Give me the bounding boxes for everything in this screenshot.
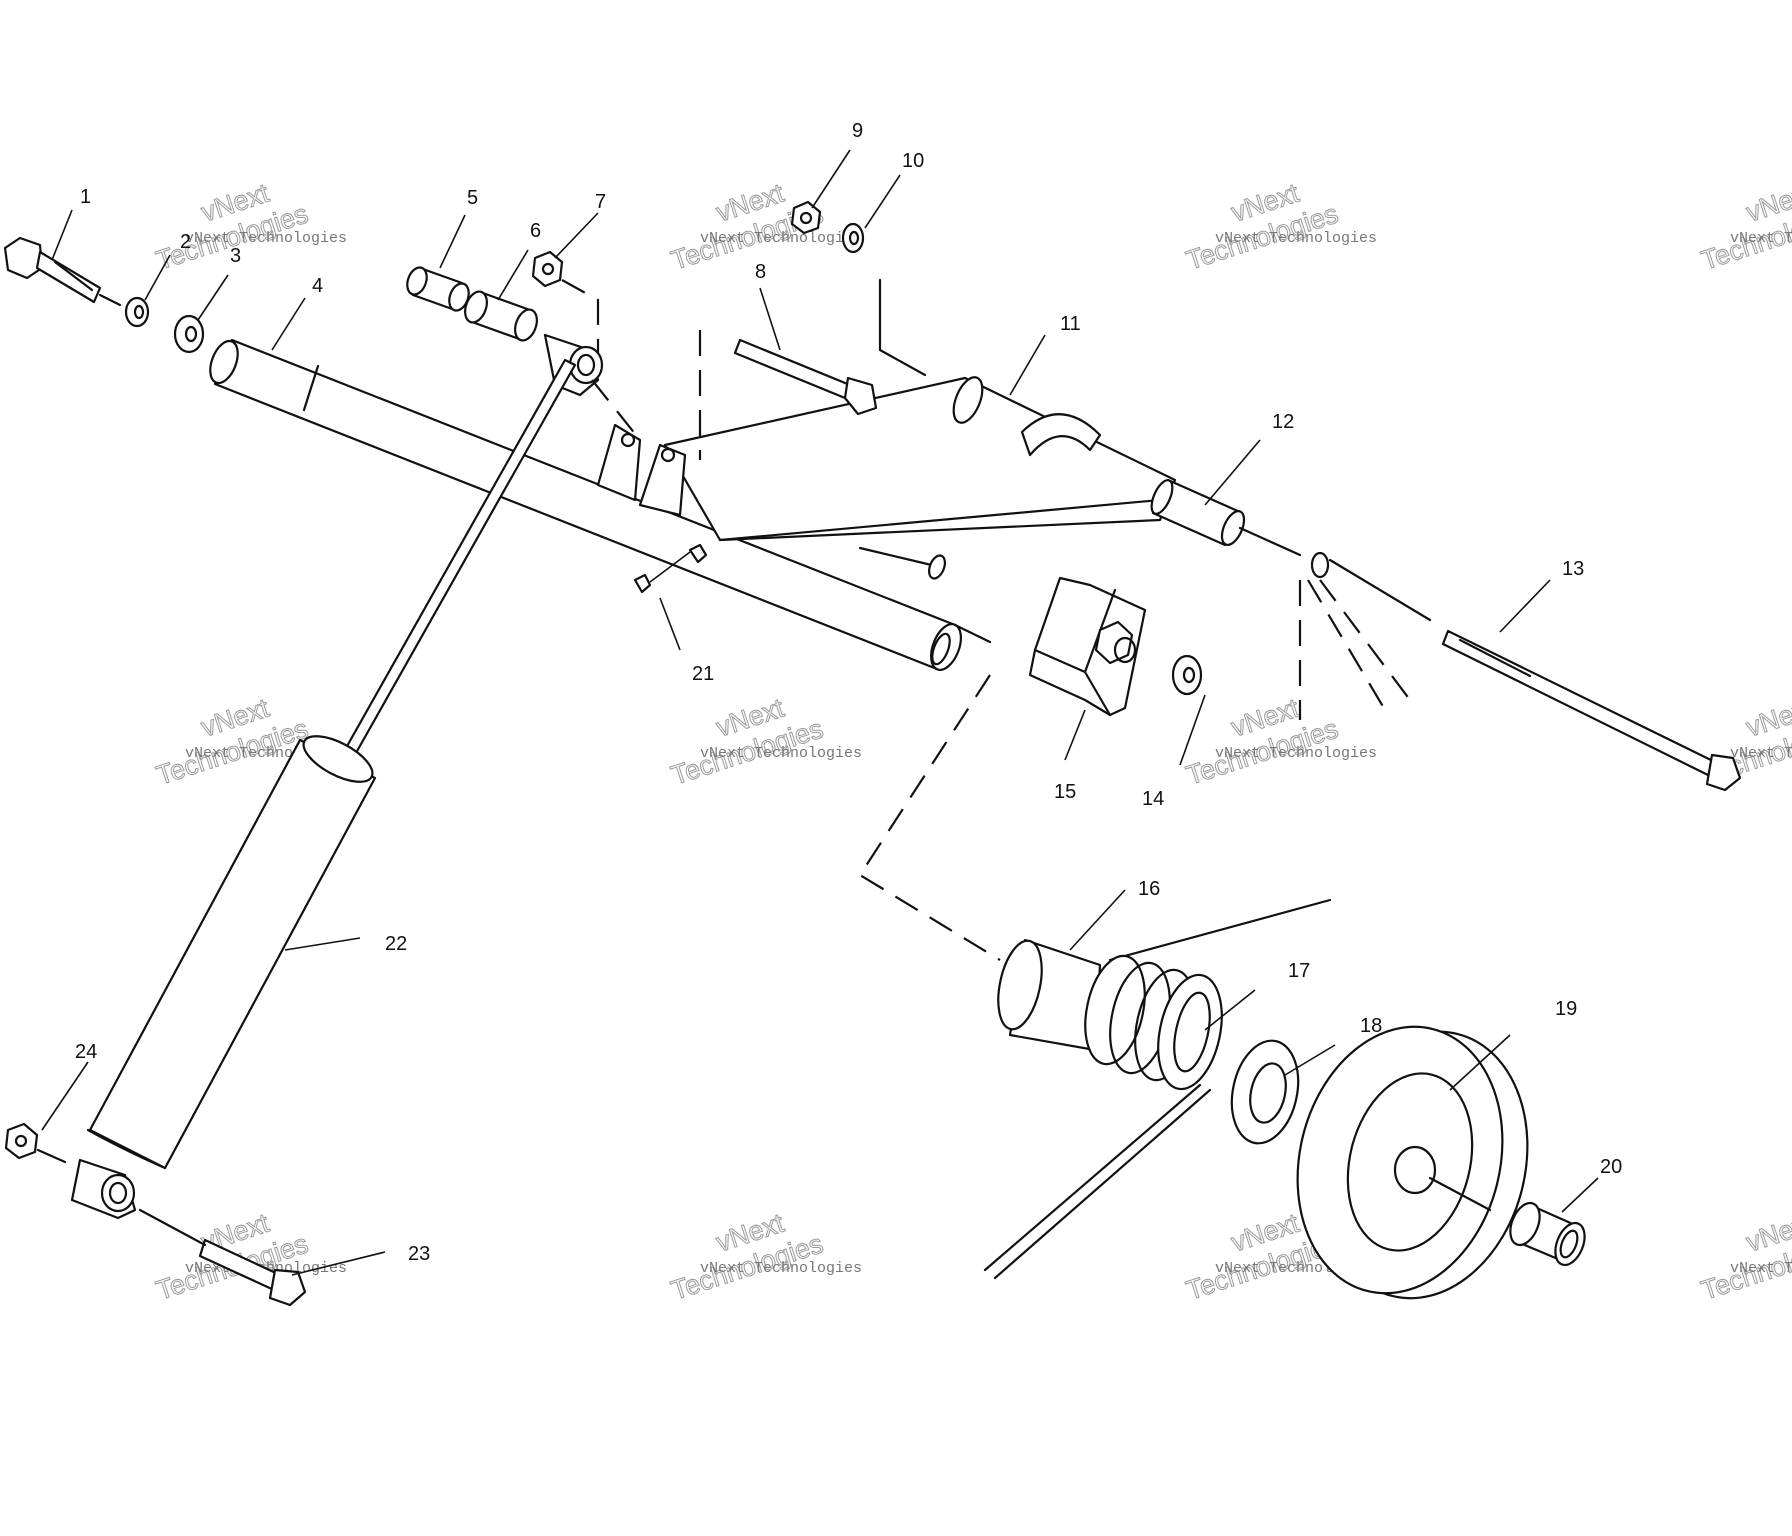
callout-17: 17	[1288, 960, 1310, 982]
callout-labels: 1 2 3 4 5 6 7 8 9 10 11 12 13 14 15 16 1…	[75, 120, 1622, 1265]
part-9-nut	[790, 200, 822, 235]
callout-23: 23	[408, 1243, 430, 1265]
callout-21: 21	[692, 663, 714, 685]
callout-11: 11	[1060, 313, 1081, 335]
part-12-pivot-shaft	[1150, 478, 1302, 557]
watermark-text: vNext Technologies	[1215, 230, 1377, 247]
part-dashed-guide	[858, 674, 1001, 961]
part-17-spring	[983, 898, 1332, 1280]
callout-19: 19	[1555, 998, 1577, 1020]
callout-5: 5	[467, 187, 478, 209]
part-21-screws	[633, 543, 708, 594]
part-13-long-bolt	[1441, 629, 1742, 792]
callout-10: 10	[902, 150, 924, 172]
part-19-idler-wheel	[1296, 1025, 1529, 1300]
callout-8: 8	[755, 261, 766, 283]
leader-lines	[41, 149, 1599, 1276]
part-4-shaft	[209, 338, 992, 671]
part-10-washer	[841, 222, 927, 377]
part-16-bushing	[997, 938, 1102, 1052]
callout-16: 16	[1138, 878, 1160, 900]
part-20-bushing	[1509, 1201, 1586, 1267]
callout-22: 22	[385, 933, 407, 955]
watermark-text: vNext Technologies	[700, 1260, 862, 1277]
part-7-nut	[531, 250, 600, 360]
callout-20: 20	[1600, 1156, 1622, 1178]
part-18-washer	[1230, 1039, 1300, 1145]
watermark-text: vNext Technologies	[1730, 230, 1792, 247]
part-shock-lower-eye	[70, 1158, 137, 1220]
callout-12: 12	[1272, 411, 1294, 433]
callout-1: 1	[80, 186, 91, 208]
callout-13: 13	[1562, 558, 1584, 580]
part-2-lock-washer	[124, 296, 150, 328]
part-22-shock-absorber	[86, 358, 577, 1170]
callout-9: 9	[852, 120, 863, 142]
callout-3: 3	[230, 245, 241, 267]
part-6-bushing	[464, 290, 538, 342]
watermark-text: vNext Technologies	[1730, 745, 1792, 762]
watermark-text: vNext Technologies	[185, 230, 347, 247]
callout-18: 18	[1360, 1015, 1382, 1037]
callout-23-left: 24	[75, 1041, 97, 1063]
part-clip-dashed	[1298, 551, 1432, 720]
callout-4: 4	[312, 275, 323, 297]
part-23-bolt	[138, 1208, 307, 1307]
watermark-text: vNext Technologies	[1730, 1260, 1792, 1277]
part-11-swing-arm	[663, 376, 1177, 580]
part-mount-brackets	[596, 423, 687, 517]
part-8-bolt	[698, 330, 878, 460]
part-3-washer	[173, 314, 205, 354]
callout-2: 2	[180, 231, 191, 253]
part-1-bolt	[3, 236, 122, 307]
watermark-text: vNext Technologies	[700, 745, 862, 762]
callout-15: 15	[1054, 781, 1076, 803]
watermark-text: vNext Technologies	[700, 230, 862, 247]
callout-7: 7	[595, 191, 606, 213]
part-5-bushing	[406, 266, 470, 312]
part-14-washer	[1171, 654, 1203, 696]
callout-14: 14	[1142, 788, 1164, 810]
part-24-nut	[4, 1122, 67, 1164]
watermark-text: vNext Technologies	[1215, 745, 1377, 762]
part-15-slider-block	[1028, 576, 1147, 717]
callout-6: 6	[530, 220, 541, 242]
